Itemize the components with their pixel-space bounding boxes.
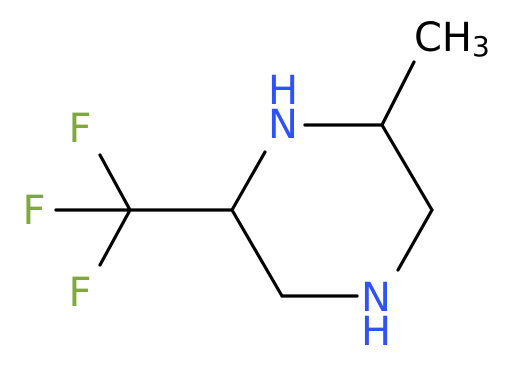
bond-c3-n4 [396, 208, 434, 272]
atom-methyl-subscript: 3 [472, 30, 490, 63]
bonds [54, 60, 434, 298]
atom-nh-bottom-n: N [361, 275, 391, 321]
atom-methyl-ch: CH [414, 15, 472, 61]
bond-c-f1 [98, 153, 132, 212]
atom-f2: F [22, 188, 45, 234]
atom-f3: F [68, 270, 91, 316]
atom-nh-top-h: H [268, 68, 298, 114]
bond-c-f3 [98, 208, 132, 267]
atom-n1-label: N [268, 102, 298, 148]
atom-nh-bottom-h: H [361, 309, 391, 355]
atom-f1: F [68, 106, 91, 152]
bond-c6-n1 [230, 150, 267, 212]
bond-c2-methyl [380, 60, 416, 127]
bond-c5-c6 [230, 208, 284, 298]
bond-c2-c3 [380, 123, 434, 212]
